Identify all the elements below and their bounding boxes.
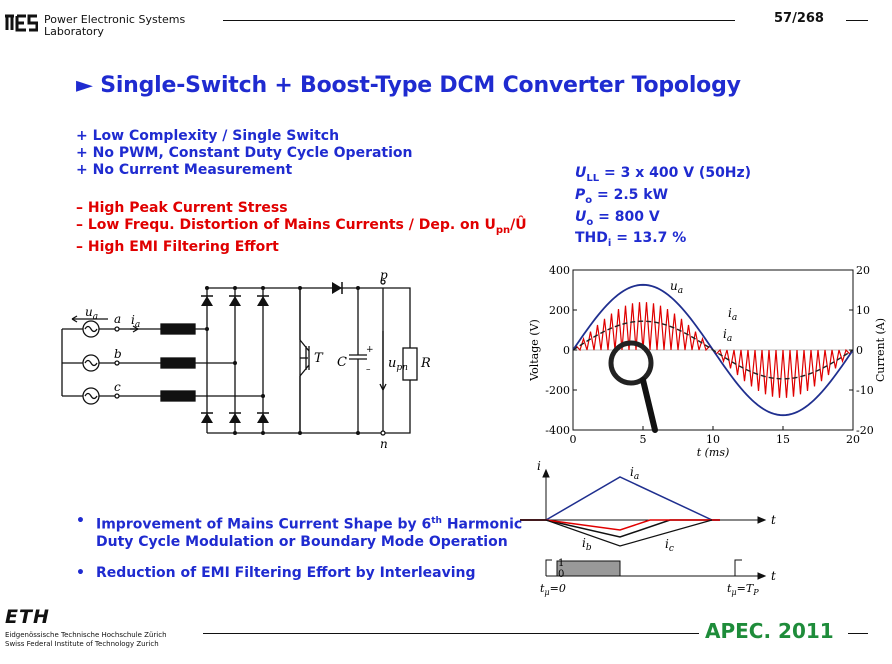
pros-item: + No PWM, Constant Duty Cycle Operation [76, 145, 413, 161]
magnifier-icon [608, 340, 654, 386]
pes-logo [4, 13, 39, 35]
bullet-line: Reduction of EMI Filtering Effort by Int… [96, 565, 476, 581]
y-tick-label: 400 [549, 264, 570, 277]
bullet-dot-icon: • [76, 513, 85, 529]
y2-axis-label: Current (A) [874, 318, 887, 382]
series-ia-avg-line [572, 320, 854, 380]
R-label: R [420, 356, 430, 371]
waveform-chart: 0 5 10 15 20 400 200 0 -200 -400 20 10 0 -10 -20 t (ms)… [528, 264, 887, 459]
x-tick-label: 20 [846, 433, 860, 446]
cons-item-sub: pn [495, 224, 511, 236]
lab-name-line2: Laboratory [44, 25, 104, 38]
ic-wave-label: ic [665, 537, 674, 554]
triangle-bullet-icon: ► [76, 73, 101, 98]
cap-minus: – [366, 365, 371, 375]
y-tick-label: 0 [563, 344, 570, 357]
node-c-label: c [114, 380, 121, 394]
spec-ull: ULL = 3 x 400 V (50Hz) [575, 165, 752, 184]
bullet-line: Duty Cycle Modulation or Boundary Mode O… [96, 533, 508, 550]
spec-thd: THDi = 13.7 % [575, 230, 687, 250]
upn-label: upn [388, 356, 408, 373]
x-axis-label: t (ms) [697, 446, 730, 459]
i-axis-label: i [537, 460, 541, 473]
t-mu-T-label: tμ=TP [727, 582, 759, 597]
bullet-line: Improvement of Mains Current Shape by 6t… [96, 516, 523, 533]
header-rule [223, 20, 735, 21]
switch-T-label: T [314, 351, 324, 366]
y-axis-label: Voltage (V) [528, 319, 541, 382]
t-axis-label-2: t [771, 569, 776, 583]
x-tick-label: 10 [706, 433, 720, 446]
y-tick-label: -400 [545, 424, 570, 437]
cap-C-label: C [337, 355, 347, 370]
t-mu-zero-label: tμ=0 [540, 582, 566, 597]
y-tick-label: 200 [549, 304, 570, 317]
node-b-label: b [114, 347, 122, 361]
footer-rule-right [848, 633, 868, 634]
y2-tick-label: 10 [856, 304, 870, 317]
spec-list: ULL = 3 x 400 V (50Hz) Po = 2.5 kW Uo = … [575, 165, 751, 252]
node-p-label: p [380, 268, 388, 282]
eth-logo: ETH [5, 606, 50, 628]
x-tick-label: 15 [776, 433, 790, 446]
slide-title-text: Single-Switch + Boost-Type DCM Converter… [100, 73, 741, 98]
spec-po: Po = 2.5 kW [575, 186, 669, 206]
ib-wave-label: ib [582, 536, 592, 553]
node-a-label: a [114, 312, 121, 326]
node-n-label: n [380, 437, 388, 451]
page-number: 57/268 [774, 11, 824, 26]
cons-item-text: – Low Frequ. Distortion of Mains Current… [76, 217, 496, 233]
y2-tick-label: 20 [856, 264, 870, 277]
y2-tick-label: -20 [856, 424, 874, 437]
ia-label: ia [131, 313, 140, 330]
cons-list: – High Peak Current Stress – Low Frequ. … [76, 200, 527, 256]
ua-label: ua [85, 305, 98, 322]
level-one: 1 [558, 558, 564, 569]
eth-name-line1: Eidgenössische Technische Hochschule Zür… [5, 631, 167, 639]
spec-uo: Uo = 800 V [575, 208, 660, 228]
header-rule-right [846, 20, 868, 21]
pes-logo-icon [5, 14, 39, 32]
apec-logo: APEC. 2011 [705, 619, 834, 643]
pros-list: + Low Complexity / Single Switch + No PW… [76, 128, 413, 179]
x-tick-label: 5 [640, 433, 647, 446]
bullet-dot-icon: • [76, 565, 85, 581]
ia-wave-label: ia [630, 465, 639, 482]
level-zero: 0 [558, 569, 564, 580]
pros-item: + Low Complexity / Single Switch [76, 128, 340, 144]
cons-item: – High Peak Current Stress [76, 200, 288, 216]
cons-item: – Low Frequ. Distortion of Mains Current… [76, 217, 527, 236]
magnifier-handle [640, 377, 658, 433]
circuit-diagram: ua ia a b c p n T C + – upn R [61, 268, 430, 451]
eth-name-line2: Swiss Federal Institute of Technology Zu… [5, 640, 159, 648]
cap-plus: + [366, 345, 374, 355]
y2-tick-label: -10 [856, 384, 874, 397]
ia-avg-series-label: ia [723, 327, 732, 344]
cons-item: – High EMI Filtering Effort [76, 238, 279, 255]
footer-rule [203, 633, 699, 634]
lab-name-line1: Power Electronic Systems [44, 13, 186, 26]
slide-title: ► Single-Switch + Boost-Type DCM Convert… [76, 73, 741, 98]
t-axis-label: t [771, 513, 776, 527]
y2-tick-label: 0 [856, 344, 863, 357]
ua-series-label: ua [670, 279, 683, 296]
pros-item: + No Current Measurement [76, 162, 293, 178]
y-tick-label: -200 [545, 384, 570, 397]
ia-series-label: ia [728, 306, 737, 323]
timing-diagram: i t t ia ib ic 1 0 tμ=0 tμ=TP [520, 460, 776, 597]
x-tick-label: 0 [570, 433, 577, 446]
